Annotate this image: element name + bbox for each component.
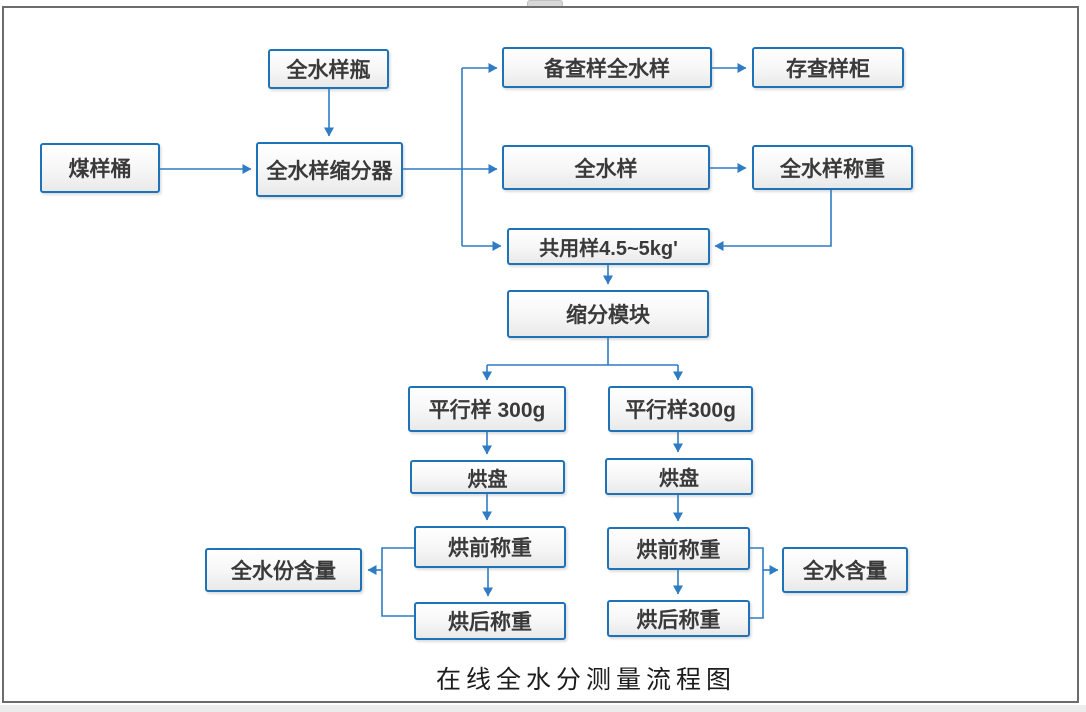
canvas-top-handle[interactable] <box>527 0 563 6</box>
node-drying-pan-left: 烘盘 <box>410 460 565 494</box>
node-pre-drying-weighing-left: 烘前称重 <box>414 526 566 568</box>
node-full-water-sample: 全水样 <box>502 145 710 190</box>
diagram-canvas <box>2 6 1079 703</box>
node-post-drying-weighing-right: 烘后称重 <box>607 600 750 637</box>
node-drying-pan-right: 烘盘 <box>605 458 753 495</box>
node-division-module: 缩分模块 <box>507 290 709 338</box>
node-post-drying-weighing-left: 烘后称重 <box>414 602 566 640</box>
node-full-water-sample-divider: 全水样缩分器 <box>256 142 403 197</box>
node-parallel-sample-right: 平行样300g <box>608 386 753 432</box>
node-backup-full-water-sample: 备查样全水样 <box>502 47 712 88</box>
node-shared-sample: 共用样4.5~5kg' <box>507 228 710 265</box>
node-coal-sample-bucket: 煤样桶 <box>40 143 160 193</box>
node-full-water-sample-weighing: 全水样称重 <box>752 145 913 190</box>
node-total-moisture-content: 全水份含量 <box>205 548 362 592</box>
node-total-water-content: 全水含量 <box>782 547 908 593</box>
node-pre-drying-weighing-right: 烘前称重 <box>607 527 750 570</box>
node-parallel-sample-left: 平行样 300g <box>408 386 566 432</box>
node-storage-sample-cabinet: 存查样柜 <box>752 47 904 88</box>
bottom-gutter <box>0 705 1086 712</box>
node-full-water-sample-bottle: 全水样瓶 <box>268 49 389 89</box>
diagram-caption: 在线全水分测量流程图 <box>436 665 737 694</box>
